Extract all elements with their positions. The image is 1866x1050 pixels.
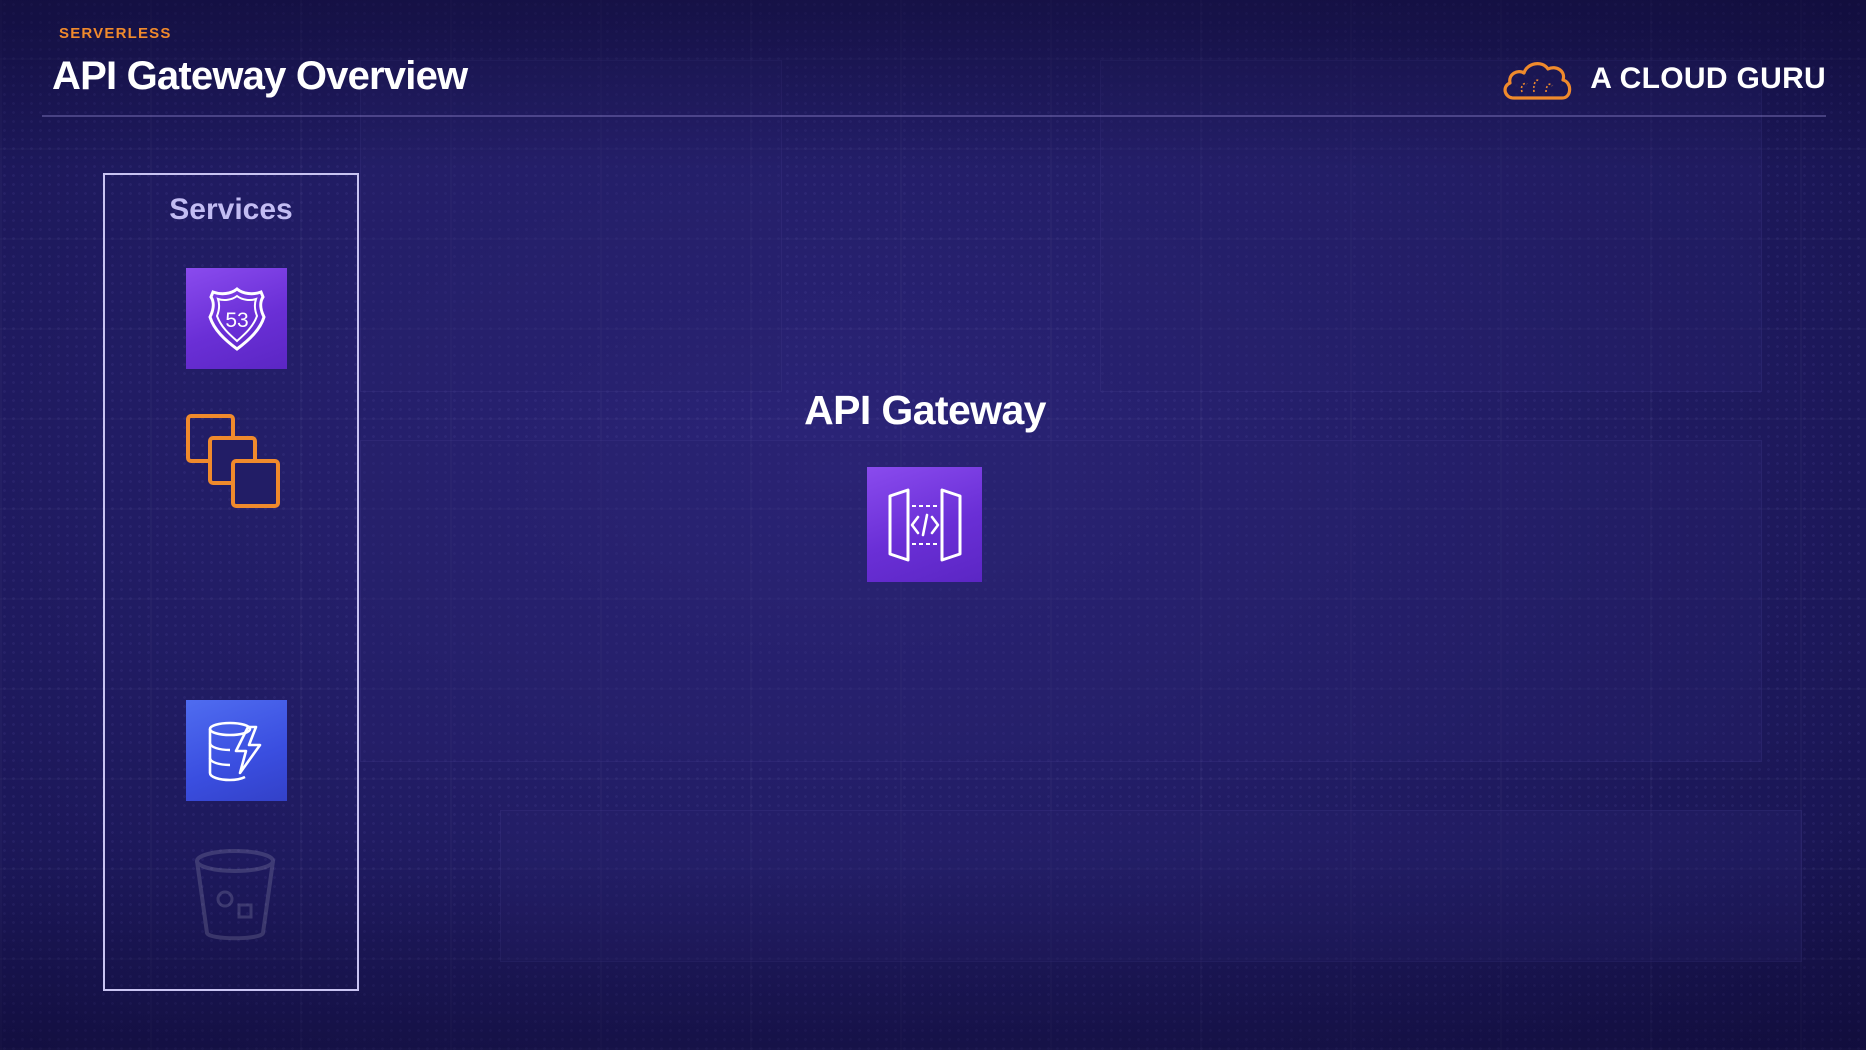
s3-bucket-icon <box>195 849 275 941</box>
svg-text:53: 53 <box>225 309 248 332</box>
route53-icon: 53 <box>186 268 287 369</box>
cloud-guru-icon <box>1503 62 1572 100</box>
header-divider <box>42 115 1826 117</box>
section-label: SERVERLESS <box>59 25 172 42</box>
dynamodb-icon <box>186 700 287 801</box>
ec2-instances-icon <box>186 414 280 508</box>
api-gateway-label: API Gateway <box>804 387 1046 433</box>
services-title: Services <box>169 193 293 226</box>
api-gateway-icon <box>867 467 982 582</box>
brand-name: A CLOUD GURU <box>1590 62 1826 95</box>
brand-logo: A CLOUD GURU <box>1500 56 1826 102</box>
services-panel: Services 53 <box>103 173 359 991</box>
page-title: API Gateway Overview <box>52 54 468 98</box>
